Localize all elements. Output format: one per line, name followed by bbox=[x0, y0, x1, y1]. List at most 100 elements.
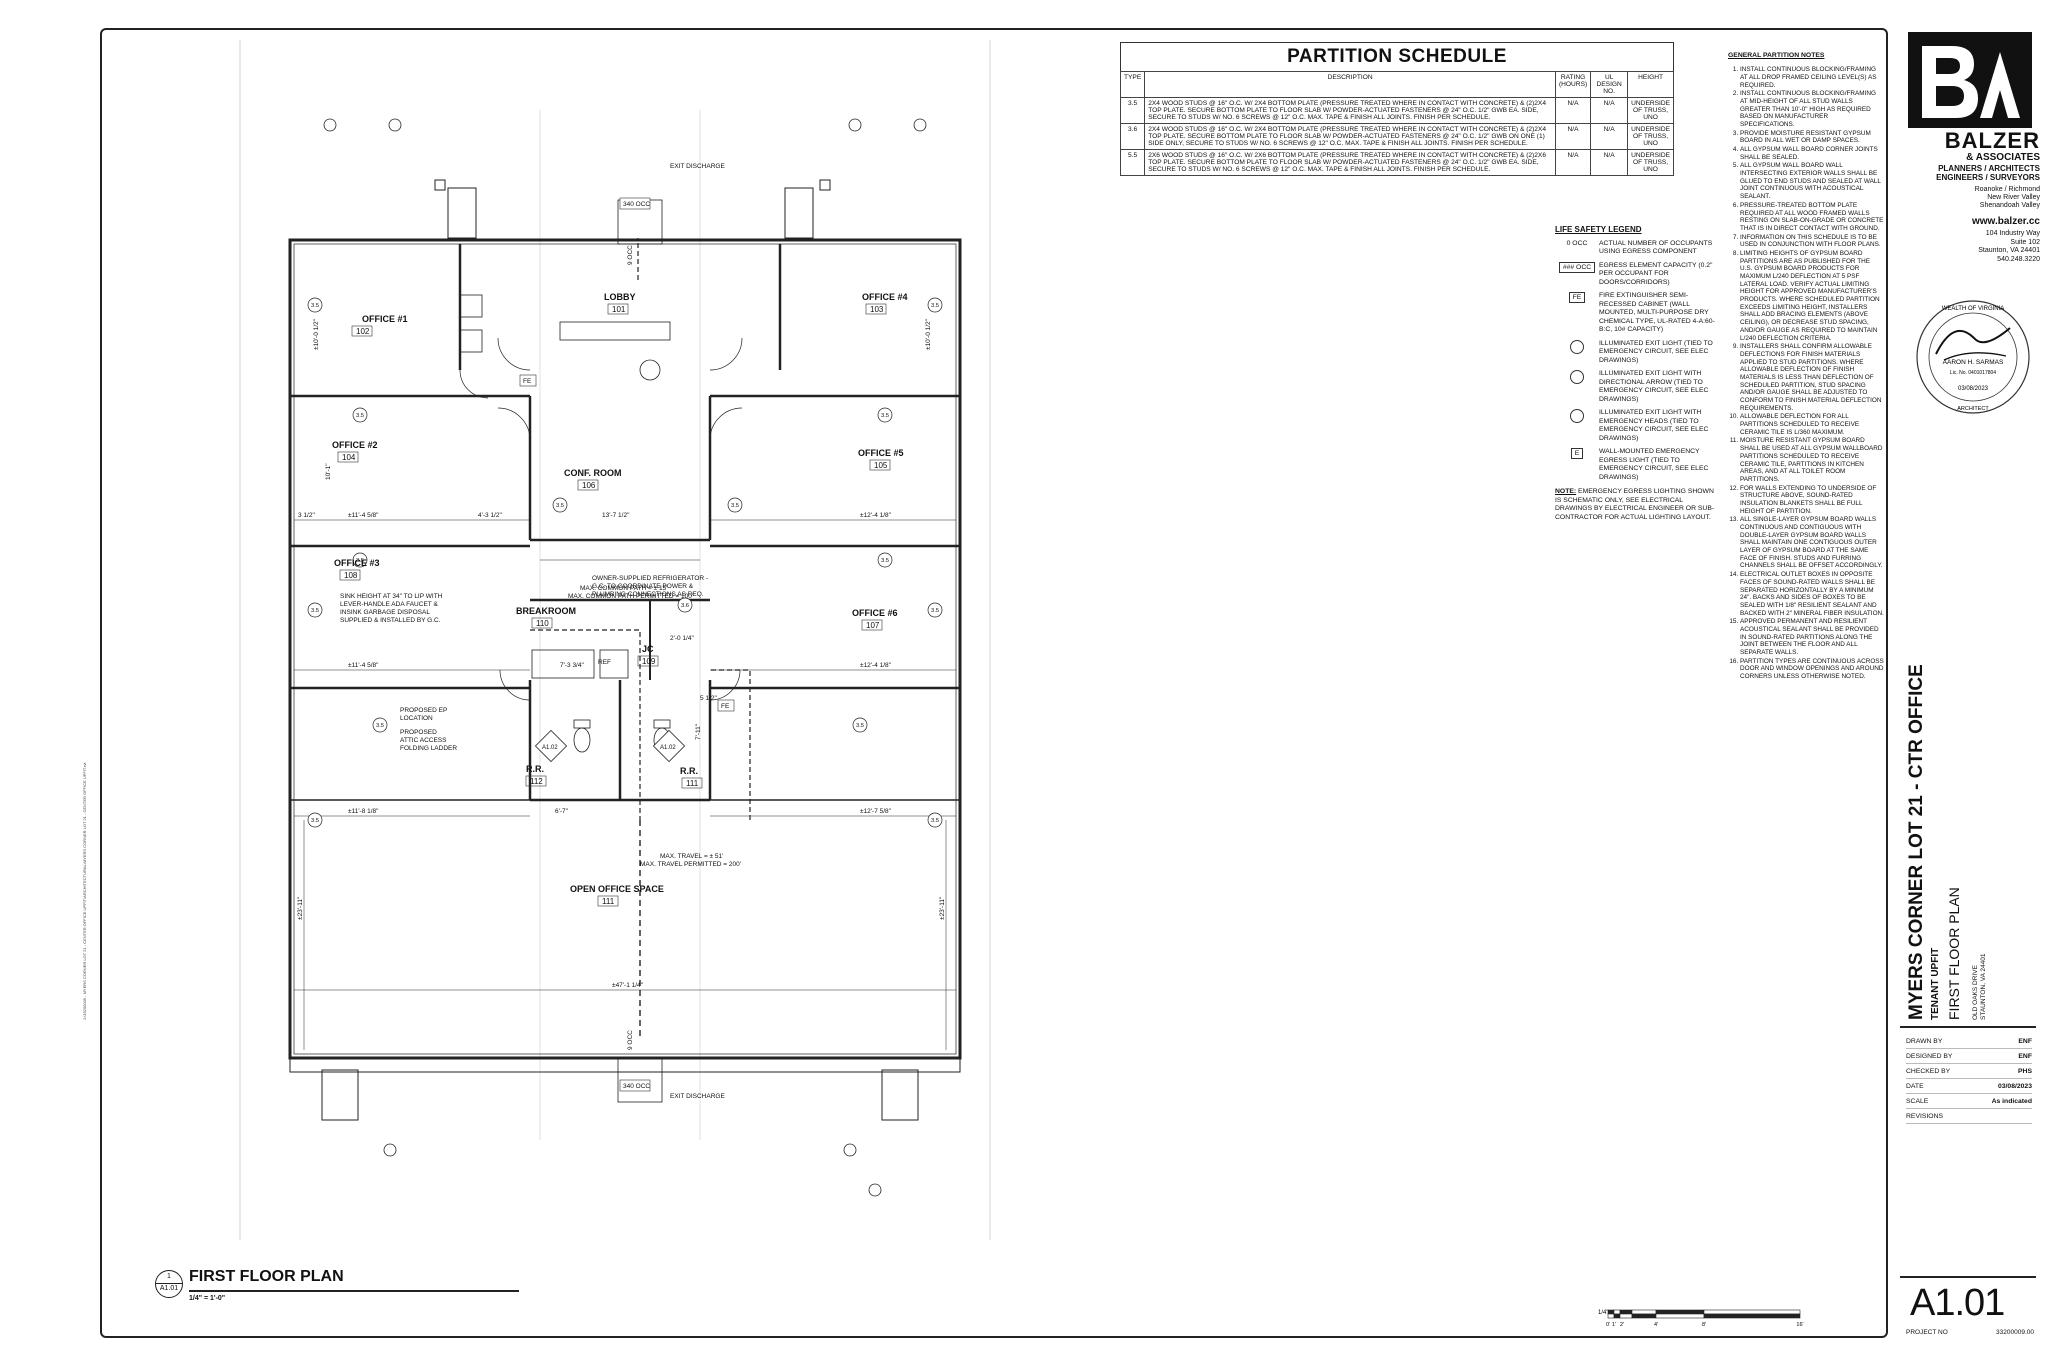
note-item: ALL GYPSUM WALL BOARD CORNER JOINTS SHAL… bbox=[1740, 146, 1884, 161]
dimension: ±12'-4 1/8" bbox=[860, 662, 892, 669]
wall-tag: 3.5 bbox=[881, 413, 889, 419]
note-item: INSTALL CONTINUOUS BLOCKING/FRAMING AT A… bbox=[1740, 66, 1884, 89]
note-item: PARTITION TYPES ARE CONTINUOUS ACROSS DO… bbox=[1740, 658, 1884, 681]
dimension: 7'-3 3/4" bbox=[560, 662, 584, 669]
dimension: ±23'-11" bbox=[939, 896, 946, 920]
dimension: ±11'-4 5/8" bbox=[348, 662, 379, 669]
sink-note: INSINK GARBAGE DISPOSAL bbox=[340, 609, 430, 616]
detail-reference: A1.02 bbox=[660, 745, 676, 751]
sink-note: SINK HEIGHT AT 34" TO LIP WITH bbox=[340, 593, 443, 600]
room-number: 112 bbox=[530, 777, 543, 786]
note-item: INFORMATION ON THIS SCHEDULE IS TO BE US… bbox=[1740, 234, 1884, 249]
dimension: 5 1/2" bbox=[700, 695, 717, 702]
exit-light-heads-icon bbox=[1570, 409, 1584, 424]
note-item: INSTALLERS SHALL CONFIRM ALLOWABLE DEFLE… bbox=[1740, 343, 1884, 412]
wall-tag: 3.5 bbox=[856, 723, 864, 729]
column-header: HEIGHT bbox=[1627, 71, 1674, 98]
dimension: ±10'-0 1/2" bbox=[313, 318, 320, 350]
attic-note: FOLDING LADDER bbox=[400, 745, 457, 752]
bar-scale-tick: 0' bbox=[1606, 1322, 1610, 1328]
sink-note: LEVER-HANDLE ADA FAUCET & bbox=[340, 601, 438, 608]
room-name: OFFICE #6 bbox=[852, 608, 898, 618]
note-item: ALL SINGLE-LAYER GYPSUM BOARD WALLS CONT… bbox=[1740, 516, 1884, 570]
fire-extinguisher-tag: FE bbox=[721, 703, 730, 710]
meta-row: REVISIONS bbox=[1906, 1109, 2032, 1124]
room-name: OFFICE #1 bbox=[362, 314, 408, 324]
seal-date: 03/08/2023 bbox=[1958, 386, 1989, 392]
note-item: FOR WALLS EXTENDING TO UNDERSIDE OF STRU… bbox=[1740, 485, 1884, 516]
sink-note: SUPPLIED & INSTALLED BY G.C. bbox=[340, 617, 441, 624]
dimension: 3 1/2" bbox=[298, 512, 315, 519]
occupancy-actual: 9 OCC bbox=[627, 1030, 634, 1050]
room-number: 106 bbox=[582, 481, 596, 490]
drawing-number: 1 bbox=[167, 1273, 171, 1280]
room-number: 110 bbox=[536, 619, 549, 628]
exit-light-icon bbox=[1570, 339, 1584, 354]
dimension: 2'-0 1/4" bbox=[670, 635, 694, 642]
column-header: DESCRIPTION bbox=[1144, 71, 1556, 98]
wall-tag: 3.5 bbox=[556, 503, 564, 509]
room-number: 108 bbox=[344, 571, 358, 580]
dimension: ±11'-4 5/8" bbox=[348, 512, 379, 519]
firm-services: PLANNERS / ARCHITECTS ENGINEERS / SURVEY… bbox=[1936, 164, 2040, 182]
dimension: ±47'-1 1/4" bbox=[612, 982, 644, 989]
architect-seal-icon: WEALTH OF VIRGINIA AARON H. SARMAS Lic. … bbox=[1916, 300, 2030, 414]
room-name: R.R. bbox=[526, 764, 544, 774]
room-number: 102 bbox=[356, 327, 370, 336]
wall-tag: 3.5 bbox=[356, 558, 364, 564]
note-item: MOISTURE RESISTANT GYPSUM BOARD SHALL BE… bbox=[1740, 437, 1884, 483]
firm-address: 104 Industry Way Suite 102 Staunton, VA … bbox=[1978, 229, 2040, 264]
dimension: ±12'-7 5/8" bbox=[860, 808, 892, 815]
column-header: TYPE bbox=[1119, 71, 1146, 98]
occupancy-capacity: 340 OCC bbox=[623, 201, 650, 208]
legend-note: NOTE: EMERGENCY EGRESS LIGHTING SHOWN IS… bbox=[1555, 488, 1715, 521]
room-number: 101 bbox=[612, 305, 626, 314]
title-block: BALZER & ASSOCIATES PLANNERS / ARCHITECT… bbox=[1900, 28, 2040, 1338]
project-address: OLD OAKS DRIVE STAUNTON, VA 24401 bbox=[1972, 953, 1987, 1020]
notes-title: GENERAL PARTITION NOTES bbox=[1728, 52, 1825, 59]
wall-tag: 3.5 bbox=[731, 503, 739, 509]
detail-reference: A1.02 bbox=[542, 745, 558, 751]
note-item: ELECTRICAL OUTLET BOXES IN OPPOSITE FACE… bbox=[1740, 571, 1884, 617]
room-number: 109 bbox=[642, 657, 656, 666]
note-item: ALLOWABLE DEFLECTION FOR ALL PARTITIONS … bbox=[1740, 413, 1884, 436]
life-safety-legend: LIFE SAFETY LEGEND 0 OCC ACTUAL NUMBER O… bbox=[1555, 225, 1715, 522]
note-item: APPROVED PERMANENT AND RESILIENT ACOUSTI… bbox=[1740, 618, 1884, 656]
common-path-permitted-note: MAX. COMMON PATH PERMITTED = 100' bbox=[568, 593, 693, 600]
table-row: 3.6 2X4 WOOD STUDS @ 16" O.C. W/ 2X4 BOT… bbox=[1119, 123, 1674, 150]
legend-item: E WALL-MOUNTED EMERGENCY EGRESS LIGHT (T… bbox=[1555, 448, 1715, 482]
file-path-text: J:\33200009 - MYERS CORNER LOT 21 - CENT… bbox=[82, 762, 87, 1020]
project-number: 33200009.00 bbox=[1996, 1329, 2034, 1336]
refrigerator-label: REF bbox=[598, 659, 611, 666]
room-name: LOBBY bbox=[604, 292, 636, 302]
dimension: ±23'-11" bbox=[297, 896, 304, 920]
partition-schedule: PARTITION SCHEDULE TYPE DESCRIPTION RATI… bbox=[1119, 42, 1674, 176]
wall-tag: 3.5 bbox=[311, 303, 319, 309]
sheet-title: FIRST FLOOR PLAN bbox=[1946, 887, 1962, 1020]
bar-scale-label: 1/4" bbox=[1598, 1310, 1608, 1316]
note-item: ALL GYPSUM WALL BOARD WALL INTERSECTING … bbox=[1740, 162, 1884, 200]
room-number: 105 bbox=[874, 461, 888, 470]
sheet-border bbox=[100, 28, 1888, 1338]
room-number: 107 bbox=[866, 621, 880, 630]
room-name: OFFICE #5 bbox=[858, 448, 904, 458]
firm-offices: Roanoke / Richmond New River Valley Shen… bbox=[1974, 185, 2040, 210]
common-path-note: MAX. COMMON PATH = ± 15' bbox=[580, 585, 667, 592]
room-name: BREAKROOM bbox=[516, 606, 576, 616]
bar-scale-tick: 16' bbox=[1796, 1322, 1803, 1328]
bar-scale-graphic: 1/4" 0' 1' 2' 4' 8' 16' bbox=[1598, 1309, 1804, 1328]
attic-note: ATTIC ACCESS bbox=[400, 737, 447, 744]
wall-tag: 3.5 bbox=[931, 818, 939, 824]
sheet-number: A1.01 bbox=[1910, 1282, 2005, 1324]
project-subtitle: TENANT UPFIT bbox=[1930, 947, 1941, 1020]
dimension: ±11'-8 1/8" bbox=[348, 808, 379, 815]
bar-scale: 1/4" 0' 1' 2' 4' 8' 16' bbox=[1598, 1306, 1834, 1334]
legend-item: ILLUMINATED EXIT LIGHT WITH EMERGENCY HE… bbox=[1555, 409, 1715, 443]
column-header: RATING (HOURS) bbox=[1554, 71, 1592, 98]
occupancy-capacity: 340 OCC bbox=[623, 1083, 650, 1090]
firm-info: BALZER & ASSOCIATES PLANNERS / ARCHITECT… bbox=[1900, 130, 2040, 265]
